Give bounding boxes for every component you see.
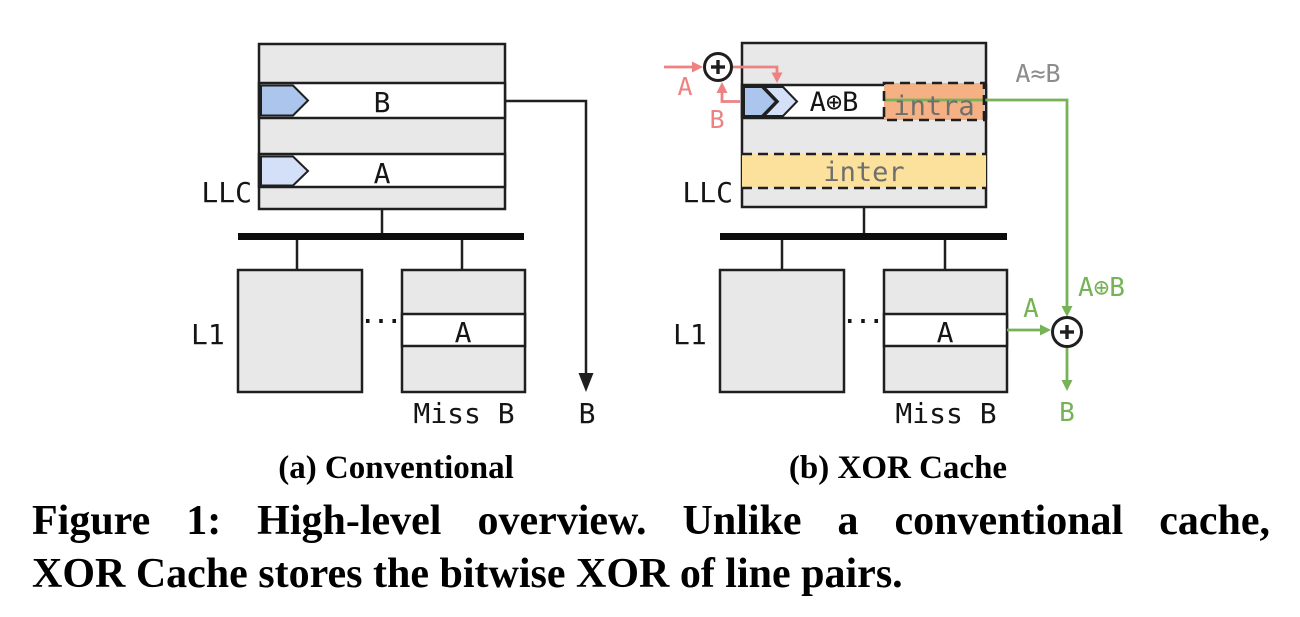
l1-label-b: L1 bbox=[673, 318, 707, 351]
similarity-label: A≈B bbox=[1015, 59, 1061, 88]
input-b-label: B bbox=[709, 105, 725, 134]
figure-caption-line1: Figure 1: High-level overview. Unlike a … bbox=[32, 498, 1270, 544]
l1-line-a-label-b: A bbox=[936, 316, 954, 349]
miss-b-label-b: Miss B bbox=[895, 397, 997, 430]
subcaption-a: (a) Conventional bbox=[278, 450, 514, 486]
red-arrowhead-b-icon bbox=[716, 82, 728, 93]
figure-caption-line2: XOR Cache stores the bitwise XOR of line… bbox=[32, 551, 903, 597]
similarity-link-path bbox=[884, 98, 1069, 307]
bus-bar-a bbox=[238, 233, 524, 240]
returned-b-label: B bbox=[578, 397, 596, 430]
llc-label-a: LLC bbox=[201, 176, 252, 209]
tag-pentagon-2-icon bbox=[761, 86, 799, 117]
xor-line-label: A⊕B bbox=[809, 87, 859, 118]
intra-region-outline bbox=[882, 81, 986, 122]
tag-pentagon-1-icon bbox=[743, 86, 778, 117]
arrowhead-down-b-icon bbox=[578, 373, 594, 392]
input-b-line bbox=[720, 93, 740, 103]
l1-line-row-a bbox=[400, 312, 527, 348]
llc-label-b: LLC bbox=[682, 176, 733, 209]
l1-box-left-b bbox=[718, 268, 846, 394]
input-a-label: A bbox=[677, 72, 693, 101]
bus-bar-b bbox=[720, 233, 1007, 240]
green-arrowhead-decoded-b-icon bbox=[1061, 380, 1073, 391]
miss-response-path-a bbox=[505, 99, 588, 374]
inter-region-fill bbox=[742, 154, 986, 188]
panel-a-shapes bbox=[236, 42, 594, 394]
panel-b-shapes bbox=[664, 41, 1083, 394]
tag-pentagon-b-icon bbox=[260, 84, 310, 117]
sent-xor-label: A⊕B bbox=[1078, 273, 1125, 303]
inter-label: inter bbox=[823, 157, 905, 188]
tag-pentagon-a-icon bbox=[260, 155, 310, 187]
l1-box-left-a bbox=[236, 268, 364, 394]
cache-line-b-label: B bbox=[373, 86, 391, 119]
green-arrowhead-into-gate-icon bbox=[1061, 306, 1073, 317]
l1-line-row-b bbox=[882, 312, 1009, 348]
sent-a-label: A bbox=[1023, 294, 1039, 324]
l1-label-a: L1 bbox=[191, 318, 225, 351]
miss-b-label-a: Miss B bbox=[413, 397, 515, 430]
decoded-b-label: B bbox=[1059, 398, 1075, 428]
l1-line-a-label-a: A bbox=[454, 316, 472, 349]
xor-write-path bbox=[732, 65, 779, 73]
intra-region-fill bbox=[884, 83, 984, 120]
intra-label: intra bbox=[893, 91, 975, 122]
red-arrowhead-a-icon bbox=[692, 61, 703, 73]
ellipsis-a: ... bbox=[361, 304, 401, 329]
ellipsis-b: ... bbox=[843, 304, 883, 329]
subcaption-b: (b) XOR Cache bbox=[788, 450, 1008, 486]
green-arrowhead-sent-a-icon bbox=[1040, 324, 1051, 336]
cache-line-a-label: A bbox=[373, 157, 391, 190]
red-arrowhead-write-icon bbox=[771, 72, 783, 83]
